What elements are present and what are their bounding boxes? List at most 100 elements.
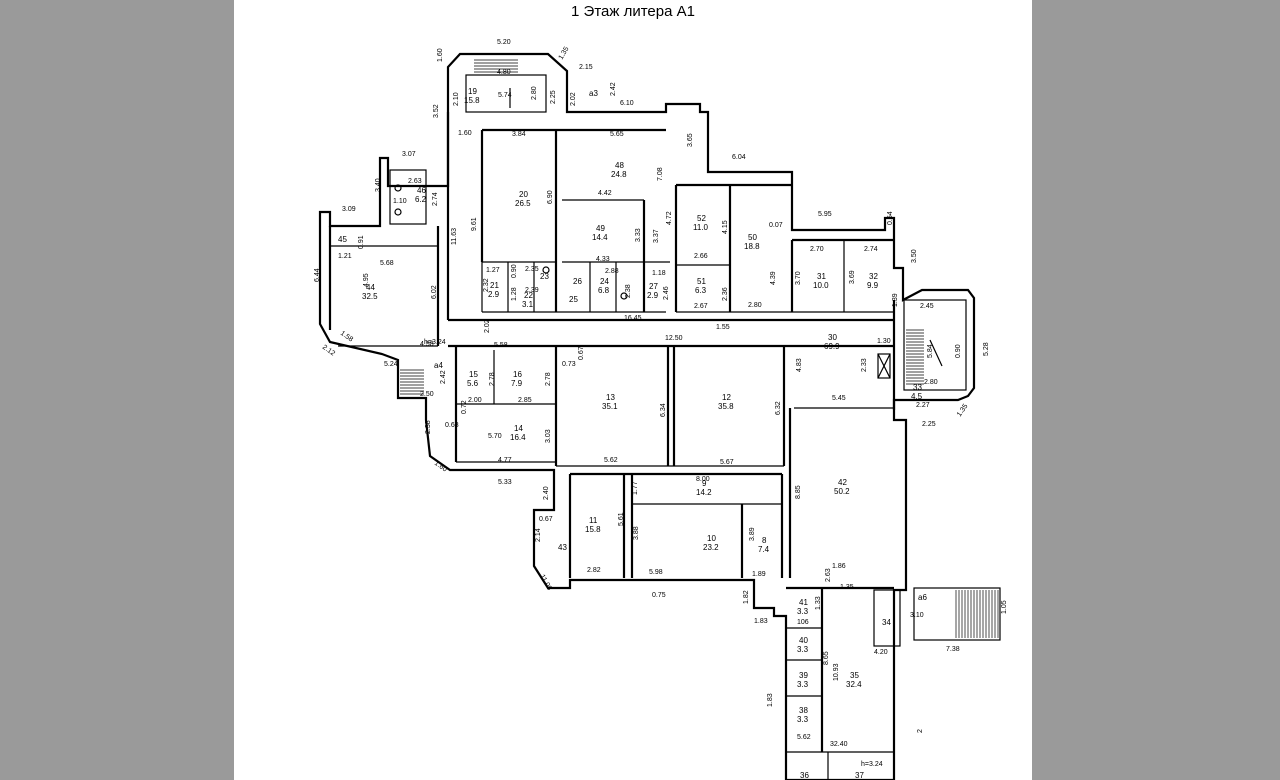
room-26-no: 26: [573, 277, 582, 286]
room-40-no: 40: [799, 636, 808, 645]
dimension-label: 2.33: [861, 358, 868, 372]
dimension-label: 6.10: [620, 100, 634, 107]
dimension-label: 2.14: [535, 528, 542, 542]
dimension-label: 5.61: [618, 512, 625, 526]
dimension-label: 2.36: [722, 287, 729, 301]
room-20-area: 26.5: [515, 199, 531, 208]
room-14-area: 16.4: [510, 433, 526, 442]
dimension-label: 8.00: [696, 476, 710, 483]
dimension-label: 11.08: [538, 574, 553, 592]
dimension-label: 5.84: [927, 344, 934, 358]
room-22-no: 22: [524, 291, 533, 300]
plan-title: 1 Этаж литера А1: [571, 3, 695, 20]
room-49-no: 49: [596, 224, 605, 233]
room-34-no: 34: [882, 618, 891, 627]
dimension-label: 2.25: [550, 90, 557, 104]
dimension-label: 2.67: [694, 303, 708, 310]
dimension-label: 7.38: [946, 646, 960, 653]
dimension-label: 3.37: [653, 229, 660, 243]
dimension-label: 3.84: [512, 131, 526, 138]
height-mark: h=3.24: [424, 339, 446, 346]
stair-hatching: [400, 59, 999, 638]
dimension-label: 0.75: [652, 592, 666, 599]
dimension-label: 6.44: [314, 268, 321, 282]
dimension-label: 8.65: [823, 651, 830, 665]
dimension-label: 6.32: [775, 401, 782, 415]
arrow-icon: [509, 88, 943, 367]
dimension-label: 3.10: [910, 612, 924, 619]
dimension-label: 2.88: [605, 268, 619, 275]
dimension-label: 9.61: [471, 217, 478, 231]
dimension-label: 4.39: [770, 271, 777, 285]
dimension-label: 5.67: [720, 459, 734, 466]
room-16-no: 16: [513, 370, 522, 379]
dimension-label: 3.65: [687, 133, 694, 147]
room-15-no: 15: [469, 370, 478, 379]
room-45-no: 45: [338, 235, 347, 244]
room-31-area: 10.0: [813, 281, 829, 290]
dimension-label: 2.80: [924, 379, 938, 386]
room-21-area: 2.9: [488, 290, 500, 299]
dimension-label: 1.18: [652, 270, 666, 277]
dimension-label: 2.40: [543, 486, 550, 500]
dimension-label: 3.70: [795, 271, 802, 285]
walls: [318, 52, 1001, 780]
dimension-label: 2.66: [694, 253, 708, 260]
drawing-sheet: 1 Этаж литера А1: [234, 0, 1032, 780]
room-46-no: 46: [417, 186, 426, 195]
dimension-label: 2.78: [545, 372, 552, 386]
room-20-no: 20: [519, 190, 528, 199]
room-39-no: 39: [799, 671, 808, 680]
dimension-label: 32.40: [830, 741, 848, 748]
dimension-label: 1.05: [1001, 600, 1008, 614]
dimension-label: 2.35: [525, 266, 539, 273]
dimension-label: 2.45: [920, 303, 934, 310]
plumbing-symbols: [394, 88, 943, 379]
dimension-label: 6.02: [431, 285, 438, 299]
dimension-label: 1.39: [892, 293, 899, 307]
room-19-area: 15.8: [464, 96, 480, 105]
room-44-no: 44: [366, 283, 375, 292]
dimension-label: 2.50: [420, 391, 434, 398]
dimension-label: 0.90: [955, 344, 962, 358]
room-38-no: 38: [799, 706, 808, 715]
dimension-label: 5.74: [498, 92, 512, 99]
dimension-label: 5.58: [494, 342, 508, 349]
floor-plan: h=3.24 h=3.24 19 15.8 20 26.5 48 24.8 49…: [314, 39, 1008, 780]
room-labels: 19 15.8 20 26.5 48 24.8 49 14.4 21 2.9 2…: [338, 87, 927, 780]
room-35-area: 32.4: [846, 680, 862, 689]
room-33-area: 4.5: [911, 392, 923, 401]
dimension-label: 1.21: [338, 253, 352, 260]
room-32-area: 9.9: [867, 281, 879, 290]
dimension-label: 5.62: [604, 457, 618, 464]
dimension-label: 5.28: [983, 342, 990, 356]
room-11-no: 11: [589, 516, 598, 525]
dimension-label: 3.88: [633, 526, 640, 540]
dimension-label: 4.77: [498, 457, 512, 464]
dimension-label: 3.33: [635, 228, 642, 242]
dimension-label: 10.93: [833, 663, 840, 681]
dimension-label: 5.65: [610, 131, 624, 138]
toilet-icon: [394, 184, 628, 300]
dimension-label: 3.03: [545, 429, 552, 443]
dimension-label: 2.12: [321, 344, 336, 358]
room-48-area: 24.8: [611, 170, 627, 179]
dimension-label: 1.28: [511, 287, 518, 301]
room-23-no: 23: [540, 272, 549, 281]
room-49-area: 14.4: [592, 233, 608, 242]
dimension-label: 4.42: [598, 190, 612, 197]
dimension-label: 1.27: [486, 267, 500, 274]
dimension-label: 1.35: [956, 403, 970, 418]
room-50-no: 50: [748, 233, 757, 242]
dimension-label: 5.98: [649, 569, 663, 576]
room-43-no: 43: [558, 543, 567, 552]
dimension-label: 4.80: [497, 69, 511, 76]
dimension-label: 0.67: [578, 346, 585, 360]
dimension-label: 5.62: [797, 734, 811, 741]
room-15-area: 5.6: [467, 379, 479, 388]
dimension-label: 2.82: [587, 567, 601, 574]
room-11-area: 15.8: [585, 525, 601, 534]
dimension-label: 1.58: [339, 330, 354, 344]
room-36-no: 36: [800, 771, 809, 780]
dimension-label: 4.33: [596, 256, 610, 263]
